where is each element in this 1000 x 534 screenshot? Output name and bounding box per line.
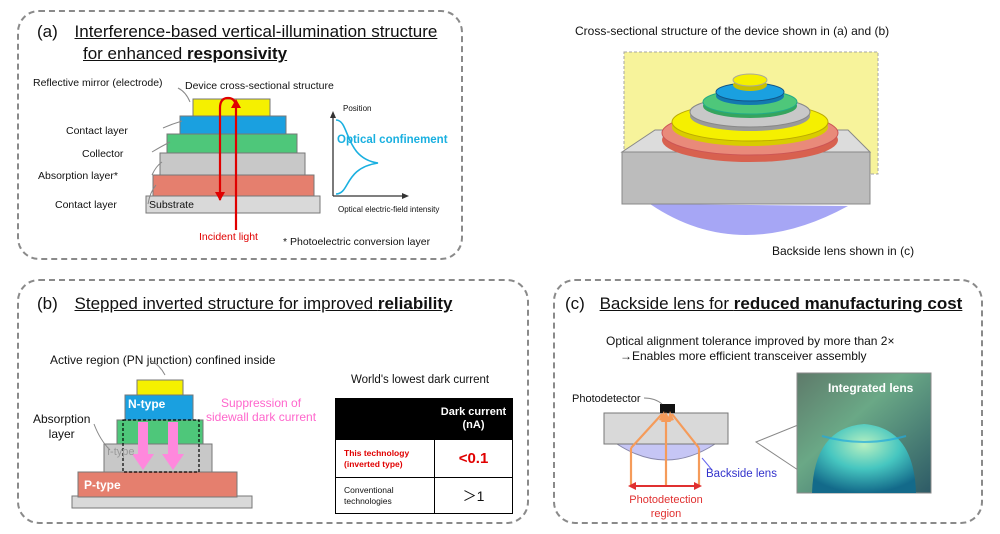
- row1-line1: This technology: [344, 447, 410, 458]
- label-substrate: Substrate: [149, 199, 194, 211]
- photodetector-label: Photodetector: [572, 393, 641, 405]
- collector-layer-b: [116, 419, 204, 445]
- row1-line2: (inverted type): [344, 458, 403, 469]
- panel-b-title-prefix: Stepped inverted structure for improved: [74, 294, 378, 313]
- active-region-label: Active region (PN junction) confined ins…: [50, 353, 276, 367]
- panel-c-title-prefix: Backside lens for: [599, 294, 734, 313]
- photodetection-region-label: Photodetection region: [626, 493, 706, 521]
- header-line1: Dark current: [440, 406, 507, 418]
- row1-value: <0.1: [434, 439, 513, 478]
- header-line2: (nA): [462, 419, 485, 431]
- panel-c-diagram: [603, 372, 932, 494]
- panel-b: [17, 279, 529, 524]
- photodetection-line1: Photodetection: [629, 494, 703, 506]
- absorption-layer-label: Absorption layer: [33, 412, 90, 442]
- optical-confinement-curve: [335, 119, 379, 195]
- photodetector-chip: [660, 404, 675, 413]
- panel-a-title-2: for enhanced responsivity: [83, 44, 287, 64]
- row-this-technology: This technology (inverted type): [335, 439, 435, 478]
- label-contact-top: Contact layer: [66, 125, 128, 137]
- absorption-layer: [159, 152, 306, 176]
- worlds-lowest-label: World's lowest dark current: [351, 374, 490, 386]
- panel-a-letter: (a): [37, 22, 58, 41]
- cross-section-caption: Cross-sectional structure of the device …: [575, 24, 890, 38]
- panel-b-diagram: [71, 360, 253, 509]
- device-3d-illustration: [620, 51, 879, 236]
- label-collector: Collector: [82, 148, 124, 160]
- p-type-label: P-type: [84, 478, 121, 492]
- label-position: Position: [343, 104, 372, 113]
- suppression-line2: sidewall dark current: [206, 410, 317, 424]
- panel-a-diagram: [145, 87, 409, 230]
- backside-lens-3d: [650, 204, 848, 236]
- panel-c-title: (c) Backside lens for reduced manufactur…: [565, 294, 962, 314]
- panel-a-title-prefix: for enhanced: [83, 44, 187, 63]
- suppression-line1: Suppression of: [220, 396, 302, 410]
- panel-b-title: (b) Stepped inverted structure for impro…: [37, 294, 452, 314]
- collector-layer: [166, 133, 298, 154]
- label-contact-bottom: Contact layer: [55, 199, 117, 211]
- panel-a-title-line1: Interference-based vertical-illumination…: [74, 22, 438, 41]
- panel-c: [553, 279, 983, 524]
- label-absorption: Absorption layer*: [38, 170, 118, 182]
- integrated-lens-label: Integrated lens: [828, 381, 914, 395]
- alignment-line2: →Enables more efficient transceiver asse…: [620, 349, 867, 363]
- backside-lens-caption: Backside lens shown in (c): [772, 244, 915, 258]
- label-device-cs: Device cross-sectional structure: [185, 80, 334, 92]
- label-incident-light: Incident light: [199, 231, 258, 243]
- alignment-line1: Optical alignment tolerance improved by …: [606, 334, 895, 348]
- panel-a: [17, 10, 463, 260]
- suppression-label: Suppression of sidewall dark current: [206, 396, 316, 424]
- active-region-box: [122, 419, 200, 473]
- panel-b-title-bold: reliability: [377, 294, 453, 313]
- photodetection-line2: region: [650, 508, 682, 520]
- panel-a-title-bold: responsivity: [186, 44, 288, 63]
- contact-layer-top: [179, 115, 287, 135]
- panel-c-letter: (c): [565, 294, 585, 313]
- label-footnote: * Photoelectric conversion layer: [283, 236, 431, 248]
- absorption-line1: Absorption: [33, 412, 91, 426]
- panel-a-title: (a) Interference-based vertical-illumina…: [37, 22, 437, 42]
- panel-b-letter: (b): [37, 294, 58, 313]
- n-type-label: N-type: [128, 397, 166, 411]
- table-corner: [335, 398, 435, 440]
- contact-layer-bottom: [152, 174, 315, 197]
- label-mirror: Reflective mirror (electrode): [33, 77, 163, 89]
- row2-line1: Conventional: [344, 484, 394, 495]
- table-header: Dark current (nA): [434, 398, 513, 440]
- row-conventional: Conventional technologies: [335, 477, 435, 514]
- label-optical-confinement: Optical confinement: [337, 134, 448, 146]
- dark-current-table: Dark current (nA) This technology (inver…: [335, 398, 513, 514]
- label-field-intensity: Optical electric-field intensity: [338, 205, 440, 214]
- row2-line2: technologies: [344, 495, 392, 506]
- i-type-label: I-type: [107, 446, 135, 458]
- p-type-layer: [77, 471, 238, 498]
- i-type-layer: [103, 443, 213, 473]
- row2-value: ＞1: [434, 477, 513, 514]
- backside-lens-label: Backside lens: [706, 468, 777, 480]
- panel-c-title-bold: reduced manufacturing cost: [733, 294, 963, 313]
- absorption-line2: layer: [48, 427, 75, 441]
